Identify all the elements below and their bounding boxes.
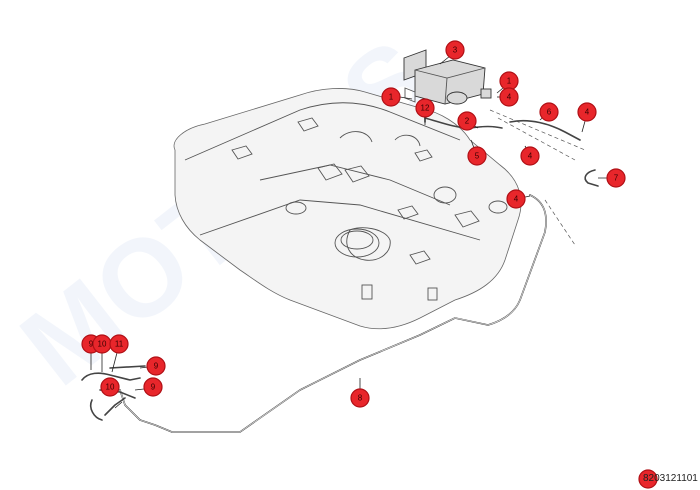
callout-9-bottom: 9: [143, 377, 163, 397]
callout-label: 3: [453, 46, 458, 55]
callout-4-a: 4: [499, 87, 519, 107]
fuel-line: [81, 194, 547, 433]
callout-12: 12: [415, 98, 435, 118]
callout-10-bottom: 10: [100, 377, 120, 397]
callout-label: 6: [547, 108, 552, 117]
callout-4-c: 4: [520, 146, 540, 166]
callout-label: 7: [614, 174, 619, 183]
callout-3: 3: [445, 40, 465, 60]
callout-label: 10: [106, 383, 115, 392]
callout-label: 10: [98, 340, 107, 349]
callout-label: 4: [514, 195, 519, 204]
callout-label: 8: [358, 394, 363, 403]
callout-label: 5: [475, 152, 480, 161]
callout-label: 11: [115, 340, 124, 349]
callout-label: 4: [585, 108, 590, 117]
callout-5: 5: [467, 146, 487, 166]
callout-label: 4: [507, 93, 512, 102]
callout-label: 9: [89, 340, 94, 349]
callout-1-top: 1: [381, 87, 401, 107]
callout-9-mid: 9: [146, 356, 166, 376]
reference-code: 8203121101: [643, 473, 698, 484]
callout-label: 9: [151, 383, 156, 392]
callout-label: 9: [154, 362, 159, 371]
callout-label: 1: [507, 77, 512, 86]
callout-label: 4: [528, 152, 533, 161]
callout-11: 11: [109, 334, 129, 354]
callout-label: 12: [421, 104, 430, 113]
callout-label: 1: [389, 93, 394, 102]
fuel-tank: [173, 88, 522, 330]
callout-label: 2: [465, 117, 470, 126]
callout-6: 6: [539, 102, 559, 122]
callout-4-d: 4: [506, 189, 526, 209]
callout-1-right: 1: [499, 71, 519, 91]
vapour-hoses: [424, 107, 599, 246]
callout-2: 2: [457, 111, 477, 131]
canister-assembly: [403, 49, 492, 105]
callout-10-top: 10: [92, 334, 112, 354]
callout-ref-marker: [638, 469, 658, 489]
callout-4-b: 4: [577, 102, 597, 122]
callout-8: 8: [350, 388, 370, 408]
callout-7: 7: [606, 168, 626, 188]
